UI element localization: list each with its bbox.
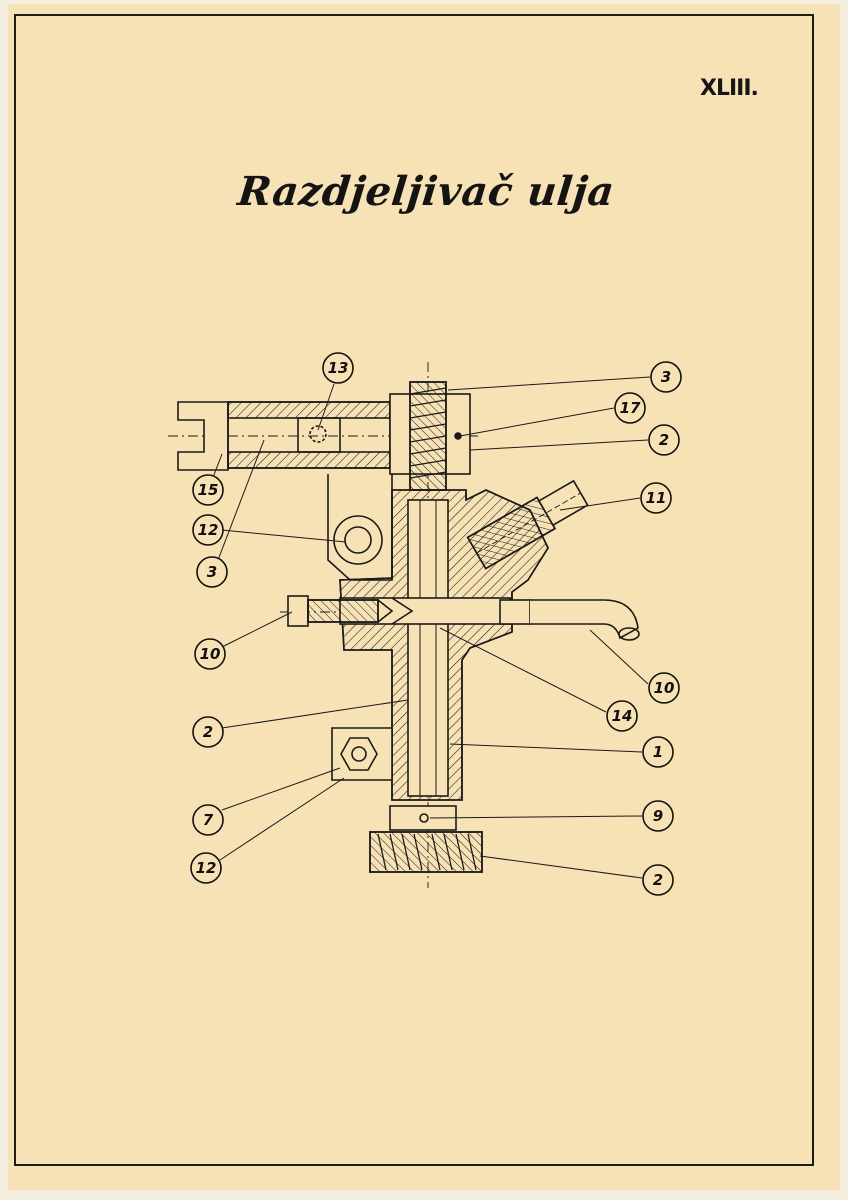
callout-circle: 17 [614, 392, 646, 424]
callout-label: 10 [200, 645, 221, 663]
callout-circle: 15 [192, 474, 224, 506]
callout-label: 15 [198, 481, 219, 499]
callout-circle: 2 [648, 424, 680, 456]
callout-circle: 2 [192, 716, 224, 748]
part-geometry [168, 362, 640, 888]
callout-circle: 12 [192, 514, 224, 546]
callout-label: 13 [328, 359, 349, 377]
callout-label: 11 [646, 489, 667, 507]
callout-label: 9 [653, 807, 663, 825]
callout-label: 10 [654, 679, 675, 697]
callout-label: 3 [661, 368, 671, 386]
drawing-frame-border [14, 14, 814, 1166]
leader-lines [211, 376, 651, 879]
callout-circle: 3 [196, 556, 228, 588]
callouts: 3 17 2 11 10 14 1 9 [190, 352, 682, 896]
callout-circle: 11 [640, 482, 672, 514]
callout-label: 12 [196, 859, 217, 877]
callout-circle: 12 [190, 852, 222, 884]
callout-label: 12 [198, 521, 219, 539]
callout-label: 17 [620, 399, 641, 417]
callout-circle: 14 [606, 700, 638, 732]
callout-label: 3 [207, 563, 217, 581]
callout-circle: 13 [322, 352, 354, 384]
callout-circle: 2 [642, 864, 674, 896]
callout-circle: 3 [650, 361, 682, 393]
callout-circle: 10 [648, 672, 680, 704]
callout-circle: 10 [194, 638, 226, 670]
callout-label: 2 [659, 431, 669, 449]
callout-circle: 1 [642, 736, 674, 768]
callout-label: 7 [203, 811, 214, 829]
callout-label: 2 [653, 871, 663, 889]
callout-label: 14 [612, 707, 633, 725]
page-number: XLIII. [700, 76, 759, 101]
callout-circle: 7 [192, 804, 224, 836]
callout-circle: 9 [642, 800, 674, 832]
callout-label: 2 [203, 723, 213, 741]
callout-label: 1 [653, 743, 663, 761]
